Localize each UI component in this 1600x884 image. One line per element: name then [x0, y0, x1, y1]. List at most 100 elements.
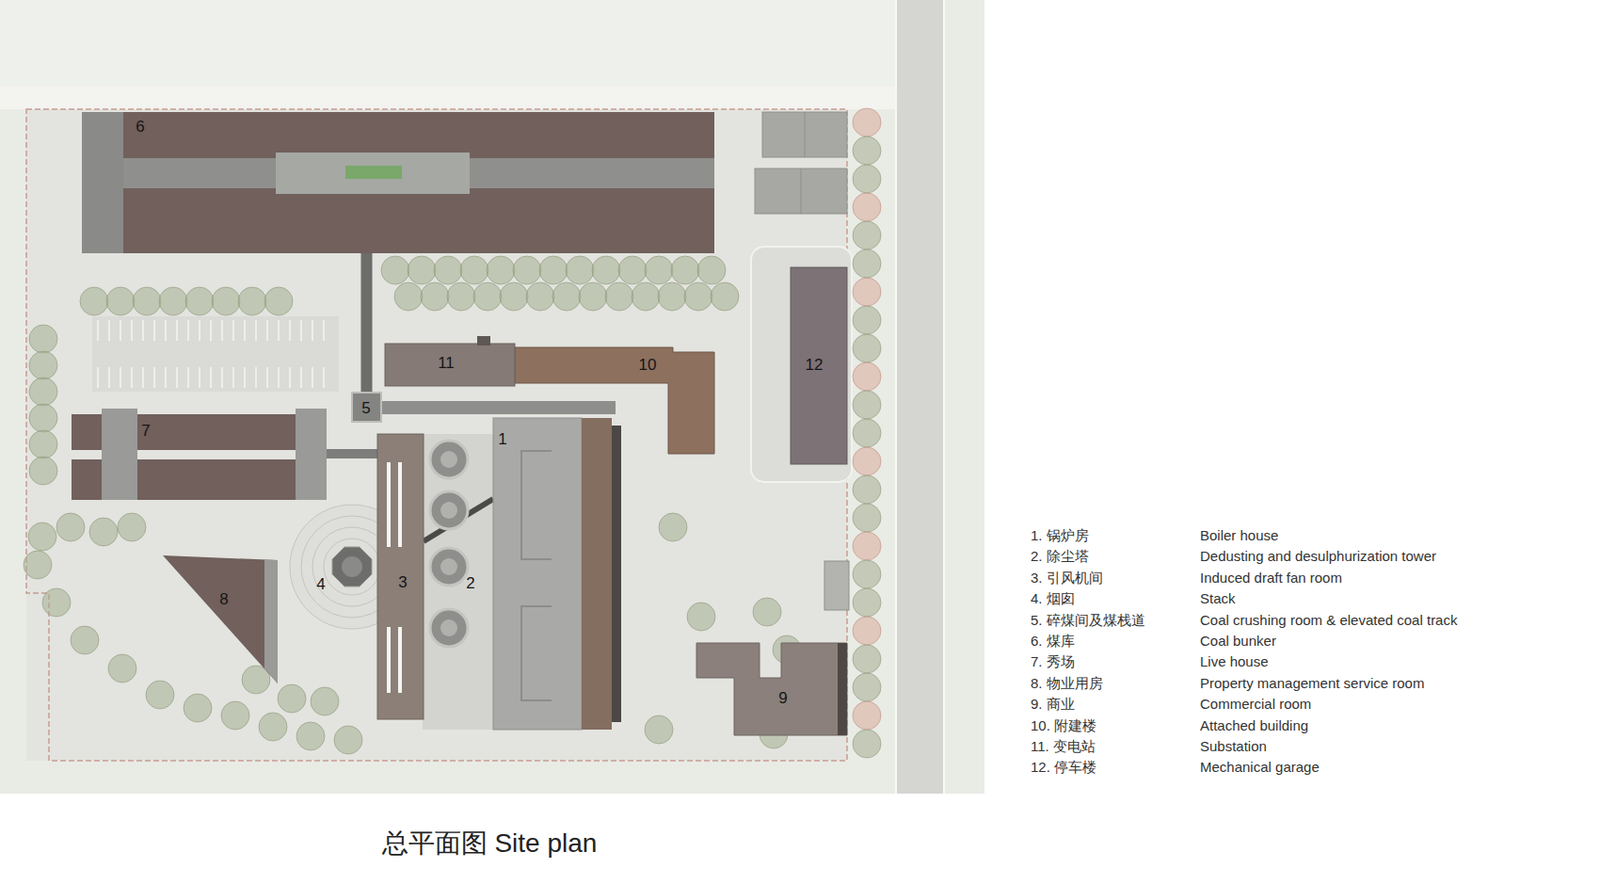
building: 5	[352, 392, 382, 422]
hall-core	[101, 408, 138, 500]
parking-stripe	[187, 320, 190, 341]
roof-line	[804, 112, 806, 158]
tree	[277, 684, 306, 713]
tree	[710, 282, 739, 311]
tree	[852, 249, 881, 278]
building-shape	[71, 408, 327, 500]
bunker-end	[81, 112, 124, 254]
tree	[852, 701, 881, 730]
building: 12	[790, 267, 848, 464]
callout-number: 9	[778, 689, 787, 706]
parking-stripe	[266, 367, 269, 388]
legend-text: Coal bunker	[1200, 632, 1277, 650]
tree	[258, 712, 288, 741]
tree	[29, 456, 58, 485]
tower-top	[440, 501, 458, 519]
legend-key: 4. 烟囱	[1030, 590, 1075, 608]
tree	[106, 287, 135, 316]
tree	[618, 256, 647, 285]
bunker-roof	[81, 112, 715, 254]
legend-text: Stack	[1200, 590, 1236, 608]
parking-stripe	[142, 367, 144, 388]
building-shape	[428, 438, 482, 650]
tree	[132, 287, 161, 316]
tree	[852, 588, 881, 617]
legend-key: 3. 引风机间	[1030, 569, 1104, 587]
legend-text: Dedusting and desulphurization tower	[1200, 547, 1437, 565]
tree	[56, 512, 85, 542]
tree	[42, 588, 71, 617]
attached-roof	[514, 347, 715, 454]
parking-stripe	[187, 367, 190, 388]
substation-vent	[477, 336, 491, 346]
tree	[671, 256, 700, 285]
tree	[447, 282, 476, 311]
parking-stripe	[176, 320, 178, 341]
building: 11	[384, 343, 515, 386]
parking-stripe	[108, 320, 111, 341]
triangle-edge	[264, 560, 278, 685]
tree	[407, 256, 436, 285]
tree	[852, 531, 881, 560]
small-building	[754, 168, 848, 214]
stack-flue	[341, 556, 363, 577]
building: 10	[514, 347, 715, 454]
tree	[185, 287, 214, 316]
caption: 总平面图 Site plan	[382, 827, 598, 860]
parking-stripe	[311, 367, 314, 388]
tree	[852, 418, 881, 448]
tree	[499, 282, 528, 311]
tree	[605, 282, 634, 311]
tree	[211, 287, 240, 316]
tree	[394, 282, 423, 311]
callout-number: 8	[219, 591, 228, 608]
parking	[92, 316, 339, 392]
road-edge	[895, 0, 897, 794]
tree	[221, 701, 250, 730]
crushing-room	[352, 392, 382, 422]
tree	[657, 282, 687, 311]
tree	[264, 287, 293, 316]
parking-stripe	[243, 367, 246, 388]
garage-roof	[790, 267, 848, 464]
tree	[460, 256, 489, 285]
building: 1	[493, 417, 624, 730]
tree	[852, 221, 881, 250]
commercial-roof	[696, 642, 848, 736]
parking-stripe	[153, 367, 156, 388]
parking-stripe	[209, 320, 212, 341]
legend-key: 2. 除尘塔	[1030, 547, 1089, 565]
tree	[687, 602, 716, 631]
parking-stripe	[130, 367, 133, 388]
tree	[145, 680, 175, 709]
tree	[852, 277, 881, 306]
building: 7	[71, 408, 327, 500]
boiler-annex	[581, 417, 612, 730]
roof-outline	[521, 450, 552, 560]
stack-ring	[323, 538, 381, 595]
tree	[852, 503, 881, 532]
stack	[332, 546, 372, 587]
kiosk	[824, 560, 849, 610]
parking-stripe	[277, 320, 280, 341]
parking-stripe	[176, 367, 178, 388]
parking-stripe	[300, 320, 303, 341]
parking-stripe	[266, 320, 269, 341]
building-shape	[696, 642, 848, 736]
tree	[752, 597, 782, 626]
tree	[684, 282, 713, 311]
tree	[852, 616, 881, 645]
tree	[29, 403, 58, 432]
triangle-roof	[162, 555, 278, 684]
road	[0, 86, 896, 110]
tree	[433, 256, 463, 285]
parking-stripe	[300, 367, 303, 388]
tree	[658, 512, 688, 542]
tree	[526, 282, 555, 311]
legend-text: Live house	[1200, 653, 1269, 671]
skylight	[398, 626, 402, 693]
ground	[0, 0, 985, 794]
building: 2	[428, 438, 482, 650]
tree	[420, 282, 449, 311]
tree	[486, 256, 515, 285]
